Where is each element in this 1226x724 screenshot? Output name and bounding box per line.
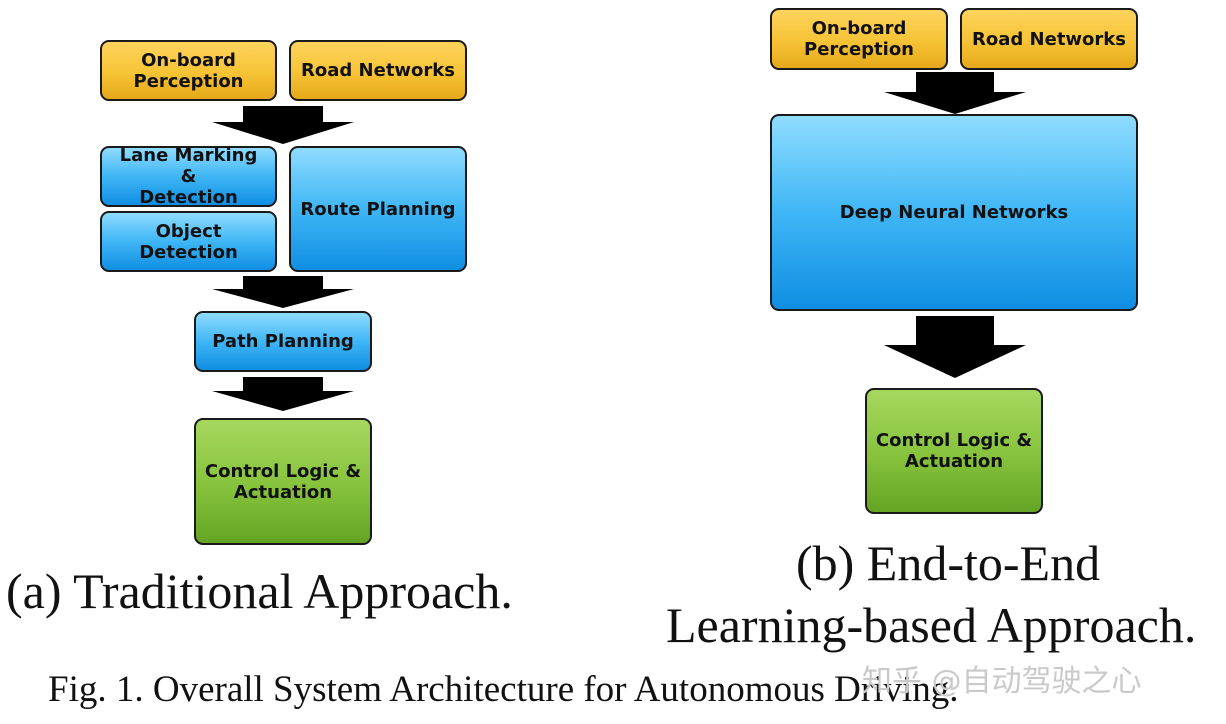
a-onboard-perception-box: On-board Perception	[100, 40, 277, 101]
watermark-text: 知乎 @自动驾驶之心	[862, 664, 1142, 699]
caption-b-line1: (b) End-to-End	[796, 535, 1101, 591]
b-deep-neural-networks-box: Deep Neural Networks	[770, 114, 1138, 311]
b-road-networks-box: Road Networks	[960, 8, 1138, 70]
caption-a: (a) Traditional Approach.	[6, 563, 513, 619]
figure-caption: Fig. 1. Overall System Architecture for …	[48, 669, 959, 710]
a-road-networks-box: Road Networks	[289, 40, 467, 101]
caption-b-line2: Learning-based Approach.	[666, 597, 1197, 653]
b-arrow-2	[884, 316, 1026, 378]
a-arrow-2	[212, 276, 354, 308]
b-onboard-perception-box: On-board Perception	[770, 8, 948, 70]
a-lane-marking-box: Lane Marking & Detection	[100, 145, 277, 208]
a-arrow-3	[212, 377, 354, 411]
a-arrow-1	[212, 106, 354, 144]
a-object-detection-box: Object Detection	[100, 211, 277, 272]
a-control-logic-box: Control Logic & Actuation	[194, 418, 372, 545]
a-path-planning-box: Path Planning	[194, 311, 372, 372]
a-route-planning-box: Route Planning	[289, 146, 467, 272]
b-arrow-1	[884, 72, 1026, 114]
b-control-logic-box: Control Logic & Actuation	[865, 388, 1043, 514]
